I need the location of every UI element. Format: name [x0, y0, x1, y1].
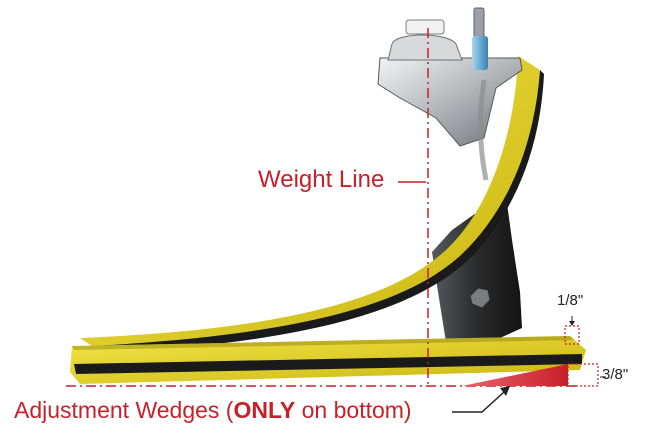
three-eighths-inch-label: 3/8": [602, 366, 629, 383]
large-dimension-box: [567, 363, 599, 387]
adjustment-wedges-label: Adjustment Wedges (ONLY on bottom): [14, 397, 412, 424]
pyramid-adapter: [377, 19, 523, 181]
bolt: [469, 287, 491, 309]
wedges-suffix-text: on bottom): [295, 397, 412, 423]
upper-keel: [80, 56, 544, 354]
valve: [472, 7, 488, 70]
pylon: [432, 196, 522, 342]
wedge-leader-arrowhead: [500, 386, 510, 396]
wedges-bold-text: ONLY: [233, 397, 296, 423]
wedges-prefix-text: Adjustment Wedges (: [14, 397, 234, 423]
footplate: [70, 336, 586, 384]
small-dimension-arrowhead: [569, 321, 575, 326]
adjustment-wedge: [462, 364, 568, 386]
weight-line-label: Weight Line: [258, 166, 384, 194]
weight-line-text: Weight Line: [258, 166, 385, 193]
wedge-leader-line: [452, 391, 505, 413]
one-eighth-inch-label: 1/8": [557, 292, 584, 309]
